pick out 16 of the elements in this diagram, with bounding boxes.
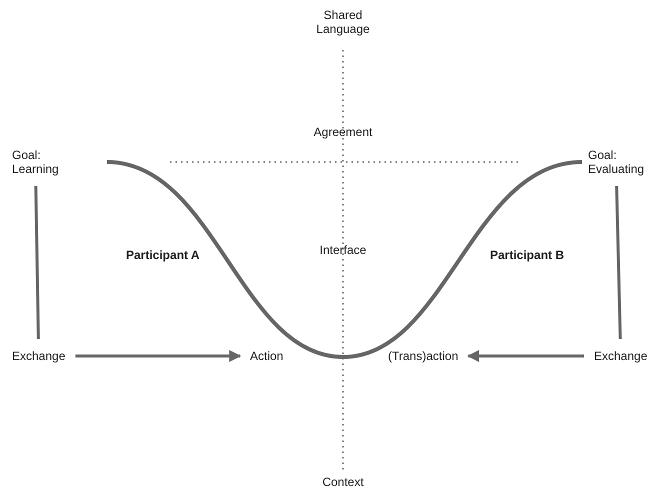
participant-label: Participant A xyxy=(126,248,201,262)
connector-line xyxy=(34,186,40,340)
node-text: Exchange xyxy=(12,349,72,363)
node-text: Exchange xyxy=(594,349,649,363)
axis-label: Agreement xyxy=(312,125,374,139)
connector-line xyxy=(615,186,622,340)
node-text: Goal: Learning xyxy=(12,148,70,176)
node-text: Action xyxy=(250,349,295,363)
node-text: (Trans)action xyxy=(388,349,468,363)
axis-label: Context xyxy=(321,475,365,489)
arrow xyxy=(75,350,242,362)
participant-label: Participant B xyxy=(490,248,566,262)
arrow xyxy=(467,350,584,362)
axis-label: Shared Language xyxy=(315,8,371,36)
axis-label: Interface xyxy=(318,243,368,257)
node-text: Goal: Evaluating xyxy=(588,148,649,176)
